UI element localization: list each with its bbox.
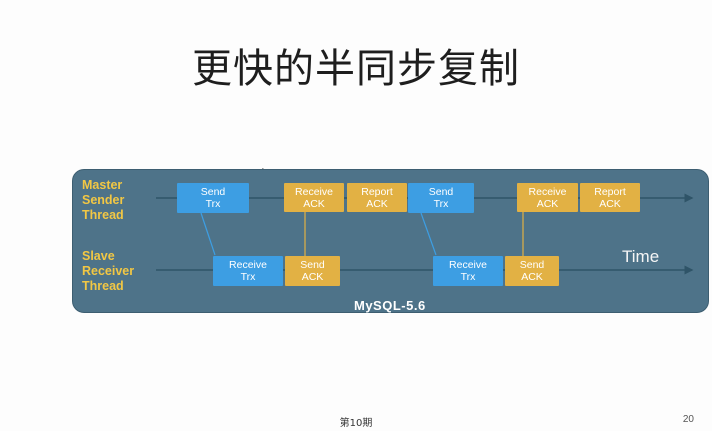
box-label: Receive	[229, 259, 267, 271]
box-label: Receive	[528, 185, 567, 198]
send-trx-arrow-2	[420, 212, 437, 256]
box-label: Send	[200, 186, 226, 198]
receive-ack-box: Receive ACK	[284, 183, 344, 212]
box-label: ACK	[303, 197, 325, 210]
send-trx-box: Send Trx	[408, 183, 474, 213]
box-label: Trx	[205, 198, 221, 210]
send-ack-box: Send ACK	[505, 256, 559, 286]
box-label: Report	[594, 185, 626, 198]
receive-trx-box: Receive Trx	[433, 256, 503, 286]
master-label-line-2: Sender	[82, 193, 125, 207]
master-label-line-3: Thread	[82, 208, 124, 222]
report-ack-box: Report ACK	[347, 183, 407, 212]
slide-title: 更快的半同步复制	[192, 46, 520, 92]
version-label: MySQL-5.6	[354, 298, 426, 313]
slave-label-line-2: Receiver	[82, 264, 135, 278]
page-number: 20	[682, 414, 694, 425]
box-label: ACK	[521, 271, 543, 283]
replication-diagram: Master Sender Thread Slave Receiver Thre…	[72, 169, 709, 313]
box-label: Send	[300, 259, 325, 271]
box-label: Receive	[295, 185, 333, 198]
box-label: Receive	[449, 259, 487, 271]
receive-trx-box: Receive Trx	[213, 256, 283, 286]
report-ack-box: Report ACK	[580, 183, 640, 212]
box-label: ACK	[301, 271, 324, 283]
send-ack-box: Send ACK	[285, 256, 340, 286]
receive-ack-box: Receive ACK	[517, 183, 578, 212]
box-label: ACK	[599, 197, 621, 210]
master-sender-thread-label: Master Sender Thread	[82, 178, 124, 223]
master-label-line-1: Master	[82, 178, 123, 192]
box-label: ACK	[536, 197, 559, 210]
send-trx-box: Send Trx	[177, 183, 249, 213]
footer-episode: 第10期	[339, 418, 373, 429]
box-label: ACK	[366, 197, 388, 210]
box-label: Send	[428, 186, 454, 198]
slave-label-line-3: Thread	[82, 279, 124, 293]
time-label: Time	[622, 247, 660, 266]
box-label: Report	[361, 185, 393, 198]
box-label: Trx	[460, 271, 476, 283]
box-label: Trx	[433, 198, 449, 210]
box-label: Trx	[240, 271, 256, 283]
slave-receiver-thread-label: Slave Receiver Thread	[82, 249, 134, 294]
box-label: Send	[519, 259, 545, 271]
send-trx-arrow-1	[200, 212, 216, 256]
slave-label-line-1: Slave	[82, 249, 115, 263]
